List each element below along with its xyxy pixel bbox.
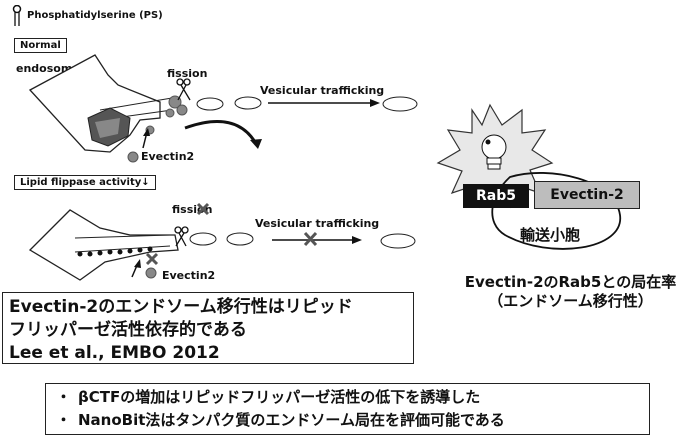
normal-header: Normal [14,38,67,53]
trafficking-cross-icon [303,231,318,247]
normal-endosome-diagram [28,54,418,163]
fission-label-normal: fission [167,67,208,80]
evectin-cross-icon [145,252,159,266]
ps-legend-label: Phosphatidylserine (PS) [27,10,163,21]
transport-vesicle-label: 輸送小胞 [520,226,581,244]
localization-caption-1: Evectin-2のRab5との局在率 [464,273,677,291]
summary-line-2: フリッパーゼ活性依存的である [9,320,247,340]
evectin-label-flippase: Evectin2 [162,269,216,282]
scissors-icon [176,78,191,101]
bullet-marker: ・ [56,388,72,406]
lightbulb-icon [481,134,507,170]
endosome-membrane-2 [28,209,179,281]
flippase-header: Lipid flippase activity↓ [14,175,156,190]
trafficking-label-flippase: Vesicular trafficking [255,217,380,230]
conclusion-box: ・βCTFの増加はリピッドフリッパーゼ活性の低下を誘導した ・NanoBit法は… [45,383,650,435]
flippase-endosome-diagram [28,202,416,281]
scissors-icon-2 [174,226,189,247]
ps-lipid-icon [12,5,22,26]
vesicle-outline [491,172,621,250]
trafficking-label-normal: Vesicular trafficking [260,84,385,97]
lipid-bilayer-2 [74,234,171,253]
summary-citation: Lee et al., EMBO 2012 [9,343,220,363]
fission-cross-icon [196,202,210,216]
conclusion-item: ・NanoBit法はタンパク質のエンドソーム局在を評価可能である [56,409,639,432]
conclusion-item: ・βCTFの増加はリピッドフリッパーゼ活性の低下を誘導した [56,386,639,409]
summary-box: Evectin-2のエンドソーム移行性はリピッド フリッパーゼ活性依存的である … [2,292,414,364]
summary-line-1: Evectin-2のエンドソーム移行性はリピッド [9,297,353,317]
localization-caption-2: （エンドソーム移行性） [488,292,653,310]
bullet-marker: ・ [56,411,72,429]
rab5-tag: Rab5 [463,184,529,208]
evectin2-tag: Evectin-2 [534,181,640,209]
ps-heads [77,246,153,257]
evectin-label-normal: Evectin2 [141,150,195,163]
